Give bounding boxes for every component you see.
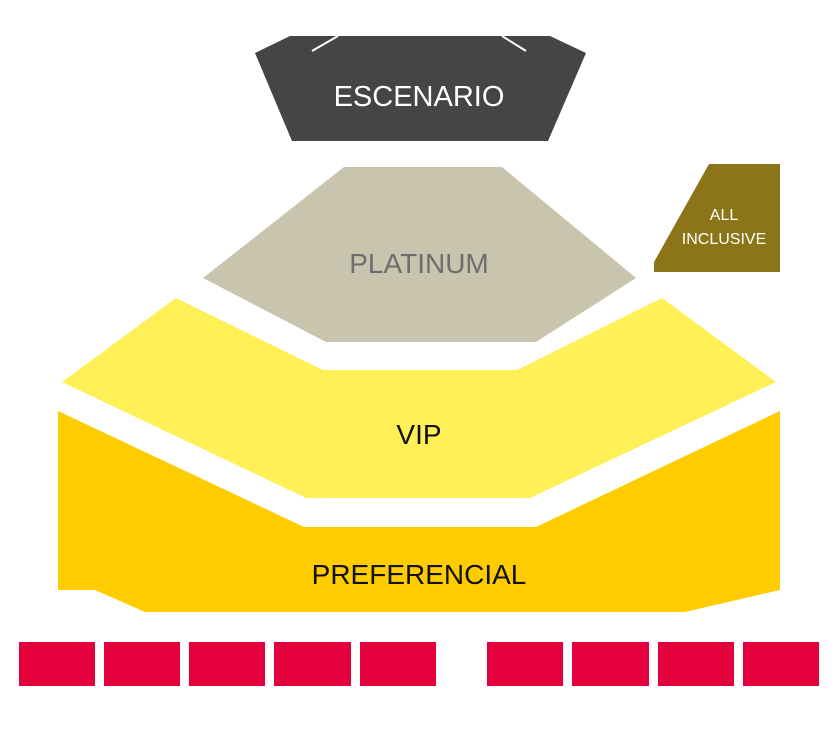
preferencial-label: PREFERENCIAL (312, 559, 527, 590)
stage-light-right (501, 35, 527, 52)
stage-label: ESCENARIO (334, 81, 505, 113)
booth[interactable] (104, 642, 180, 686)
booth[interactable] (572, 642, 649, 686)
stage-light-left (311, 35, 339, 52)
zone-all-inclusive[interactable]: ALL INCLUSIVE (654, 164, 780, 272)
platinum-shape (203, 167, 636, 342)
all-inclusive-label-line1: ALL (710, 207, 739, 224)
stage-shape (255, 36, 586, 141)
zone-preferencial[interactable]: PREFERENCIAL (58, 411, 780, 612)
booth[interactable] (487, 642, 563, 686)
all-inclusive-label-line2: INCLUSIVE (682, 231, 766, 248)
preferencial-shape (58, 411, 780, 612)
stage: ESCENARIO (255, 35, 586, 141)
booth[interactable] (19, 642, 95, 686)
booth-row (19, 642, 819, 686)
zone-platinum[interactable]: PLATINUM (203, 167, 636, 342)
booth[interactable] (658, 642, 734, 686)
zone-vip[interactable]: VIP (62, 298, 776, 498)
all-inclusive-shape (654, 164, 780, 272)
booth[interactable] (274, 642, 351, 686)
booth[interactable] (743, 642, 819, 686)
vip-label: VIP (396, 419, 441, 450)
booth[interactable] (360, 642, 436, 686)
vip-shape (62, 298, 776, 498)
platinum-label: PLATINUM (349, 248, 489, 279)
booth[interactable] (189, 642, 265, 686)
